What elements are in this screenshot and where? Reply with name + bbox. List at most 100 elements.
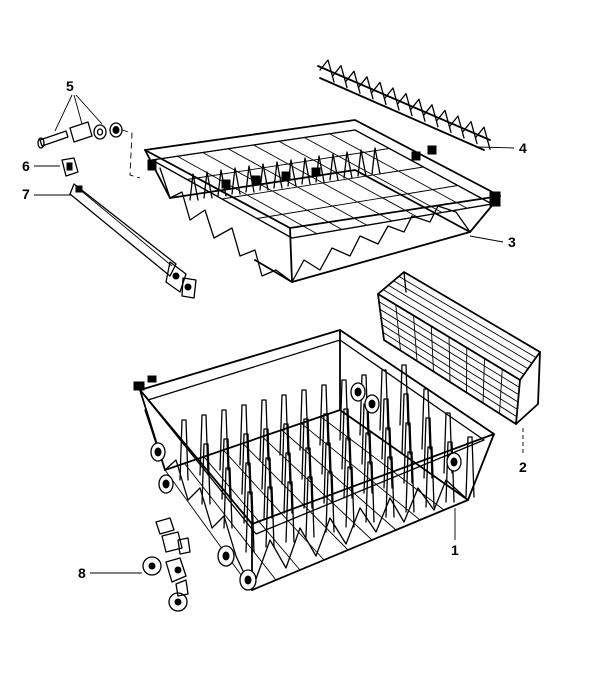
lower-rack-tine — [245, 491, 255, 553]
upper-rack-tine — [371, 147, 381, 175]
lower-rack-tine — [363, 432, 373, 494]
shelf-tine — [410, 98, 426, 122]
shelf-tine — [332, 64, 348, 89]
part-7-slide-rail — [69, 183, 197, 299]
part-4-cup-shelf — [317, 59, 491, 151]
basket-grid-wire — [379, 308, 519, 396]
svg-text:5: 5 — [66, 78, 74, 94]
shelf-tine — [449, 115, 465, 139]
shelf-tine — [475, 126, 491, 150]
lower-rack-tine — [243, 462, 253, 524]
basket-grid-wire — [380, 316, 519, 403]
upper-rack-tine — [343, 151, 353, 179]
upper-rack-tine — [357, 149, 367, 177]
part-6-rail-stop-clip — [61, 157, 79, 177]
part-8-wheel-clip-set — [142, 517, 191, 612]
upper-rack-tine — [189, 173, 199, 201]
lower-rack-tine — [221, 438, 231, 500]
lower-rack-wire — [164, 469, 253, 591]
lower-rack-tine — [301, 418, 311, 480]
basket-divider — [393, 280, 533, 364]
lower-rack-wire — [281, 429, 397, 531]
svg-text:2: 2 — [519, 459, 527, 475]
lower-rack-tine — [339, 379, 349, 441]
basket-grid-wire — [381, 324, 518, 410]
part-5-assembly-line — [121, 129, 141, 179]
callout-6: 6 — [22, 158, 60, 174]
lower-rack-tine — [261, 428, 271, 490]
lower-rack-wire — [300, 422, 421, 521]
lower-rack-wire — [184, 463, 277, 581]
lower-rack-tine — [265, 486, 275, 548]
lower-rack-tine — [303, 447, 313, 509]
lower-rack-tine — [343, 437, 353, 499]
lower-rack-tine — [443, 412, 453, 474]
lower-rack-tine — [319, 384, 329, 446]
callout-5: 5 — [54, 78, 103, 132]
lower-rack-tine — [325, 471, 335, 533]
shelf-tine — [384, 87, 400, 111]
basket-grid-wire — [378, 301, 520, 388]
lower-rack-wire — [223, 449, 325, 561]
shelf-tine — [319, 59, 335, 83]
svg-text:3: 3 — [508, 234, 516, 250]
lower-rack-tine — [299, 389, 309, 451]
lower-rack-tine — [401, 393, 411, 455]
lower-rack-tine — [403, 422, 413, 484]
svg-text:8: 8 — [78, 565, 86, 581]
basket-divider — [382, 289, 525, 375]
part-2-silverware-basket — [377, 271, 541, 425]
upper-rack-tine — [231, 167, 241, 195]
svg-text:1: 1 — [451, 542, 459, 558]
upper-rack-wire — [151, 129, 356, 161]
lower-rack-tine — [465, 436, 475, 498]
part-5-screw-washer-set — [37, 121, 123, 149]
lower-rack-tine — [305, 476, 315, 538]
lower-rack-tine — [223, 467, 233, 529]
upper-rack-tine — [301, 157, 311, 185]
lower-rack-tine — [399, 364, 409, 426]
lower-rack-tine — [285, 481, 295, 543]
lower-rack-tine — [425, 446, 435, 508]
lower-rack-tine — [219, 409, 229, 471]
shelf-tine — [397, 92, 413, 117]
lower-rack-tine — [385, 456, 395, 518]
lower-rack-tine — [199, 414, 209, 476]
shelf-tine — [423, 104, 439, 128]
lower-rack-tine — [345, 466, 355, 528]
lower-rack-wire — [320, 416, 445, 511]
svg-text:7: 7 — [22, 186, 30, 202]
lower-rack-tine — [239, 404, 249, 466]
part-1-lower-rack — [133, 329, 495, 591]
upper-rack-wire — [291, 203, 493, 239]
lower-rack-tine — [263, 457, 273, 519]
lower-rack-tine — [201, 443, 211, 505]
shelf-tine — [371, 81, 387, 106]
lower-rack-tine — [179, 419, 189, 481]
lower-rack-tine — [365, 461, 375, 523]
shelf-tine — [462, 120, 478, 145]
lower-rack-tine — [341, 408, 351, 470]
svg-text:6: 6 — [22, 158, 30, 174]
svg-text:4: 4 — [519, 140, 527, 156]
basket-divider — [388, 284, 529, 370]
lower-rack-tine — [405, 451, 415, 513]
lower-rack-tine — [423, 417, 433, 479]
lower-rack-wire — [242, 443, 349, 551]
upper-rack-wire — [221, 166, 424, 200]
upper-rack-tine — [329, 153, 339, 181]
lower-rack-tine — [383, 427, 393, 489]
lower-rack-tine — [381, 398, 391, 460]
lower-rack-tine — [241, 433, 251, 495]
callout-8: 8 — [78, 565, 142, 581]
callout-7: 7 — [22, 186, 72, 202]
lower-rack-tine — [323, 442, 333, 504]
part-3-upper-rack — [144, 119, 501, 283]
callout-1: 1 — [451, 508, 459, 558]
callout-3: 3 — [469, 234, 516, 250]
lower-rack-tine — [281, 423, 291, 485]
lower-rack-tine — [283, 452, 293, 514]
basket-grid-wire — [382, 331, 517, 418]
upper-rack-tine — [259, 163, 269, 191]
